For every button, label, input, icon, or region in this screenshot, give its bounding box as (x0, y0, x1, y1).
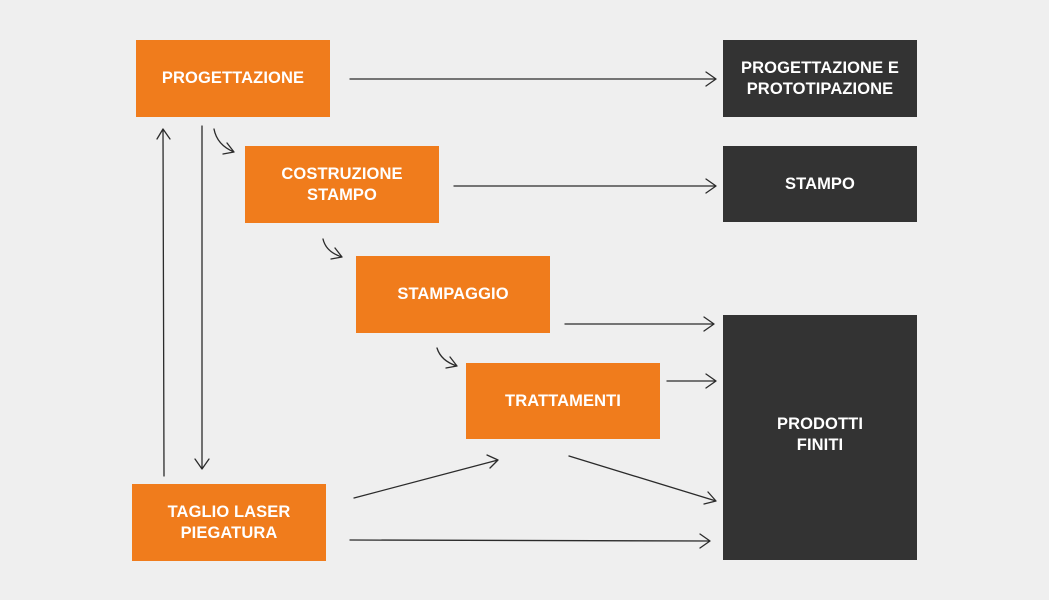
arrow-cascade-costruzione-to-stampaggio (322, 238, 343, 260)
trattamenti-label: TRATTAMENTI (505, 391, 621, 410)
arrow-costruzione-to-stampo (453, 178, 717, 194)
prodotti-finiti-box: PRODOTTI FINITI (723, 315, 917, 560)
progettazione-prototipazione-label: PROGETTAZIONE E PROTOTIPAZIONE (741, 58, 899, 98)
arrow-trattamenti-bottom-to-prodotti (568, 455, 717, 505)
arrow-taglio-up-to-progettazione (156, 128, 171, 477)
progettazione-prototipazione-box: PROGETTAZIONE E PROTOTIPAZIONE (723, 40, 917, 117)
stampo-label: STAMPO (785, 174, 855, 193)
taglio-laser-box: TAGLIO LASER PIEGATURA (132, 484, 326, 561)
arrow-progettazione-to-prototipazione (349, 71, 717, 87)
stampaggio-label: STAMPAGGIO (397, 285, 509, 303)
arrow-cascade-progettazione-to-costruzione (213, 128, 235, 155)
taglio-laser-label: TAGLIO LASER PIEGATURA (167, 502, 291, 542)
progettazione-label: PROGETTAZIONE (161, 69, 305, 87)
arrow-taglio-to-prodotti (349, 533, 711, 549)
arrow-trattamenti-to-prodotti (666, 373, 717, 389)
costruzione-stampo-label: COSTRUZIONE STAMPO (281, 164, 403, 204)
costruzione-stampo-box: COSTRUZIONE STAMPO (245, 146, 439, 223)
arrow-cascade-stampaggio-to-trattamenti (436, 347, 458, 369)
prodotti-finiti-label: PRODOTTI FINITI (776, 414, 864, 454)
trattamenti-box: TRATTAMENTI (466, 363, 660, 439)
stampo-box: STAMPO (723, 146, 917, 222)
arrow-taglio-to-trattamenti (353, 454, 499, 499)
progettazione-box: PROGETTAZIONE (136, 40, 330, 117)
stampaggio-box: STAMPAGGIO (356, 256, 550, 333)
arrow-stampaggio-to-prodotti (564, 316, 715, 332)
arrow-progettazione-down-to-taglio (194, 125, 210, 470)
